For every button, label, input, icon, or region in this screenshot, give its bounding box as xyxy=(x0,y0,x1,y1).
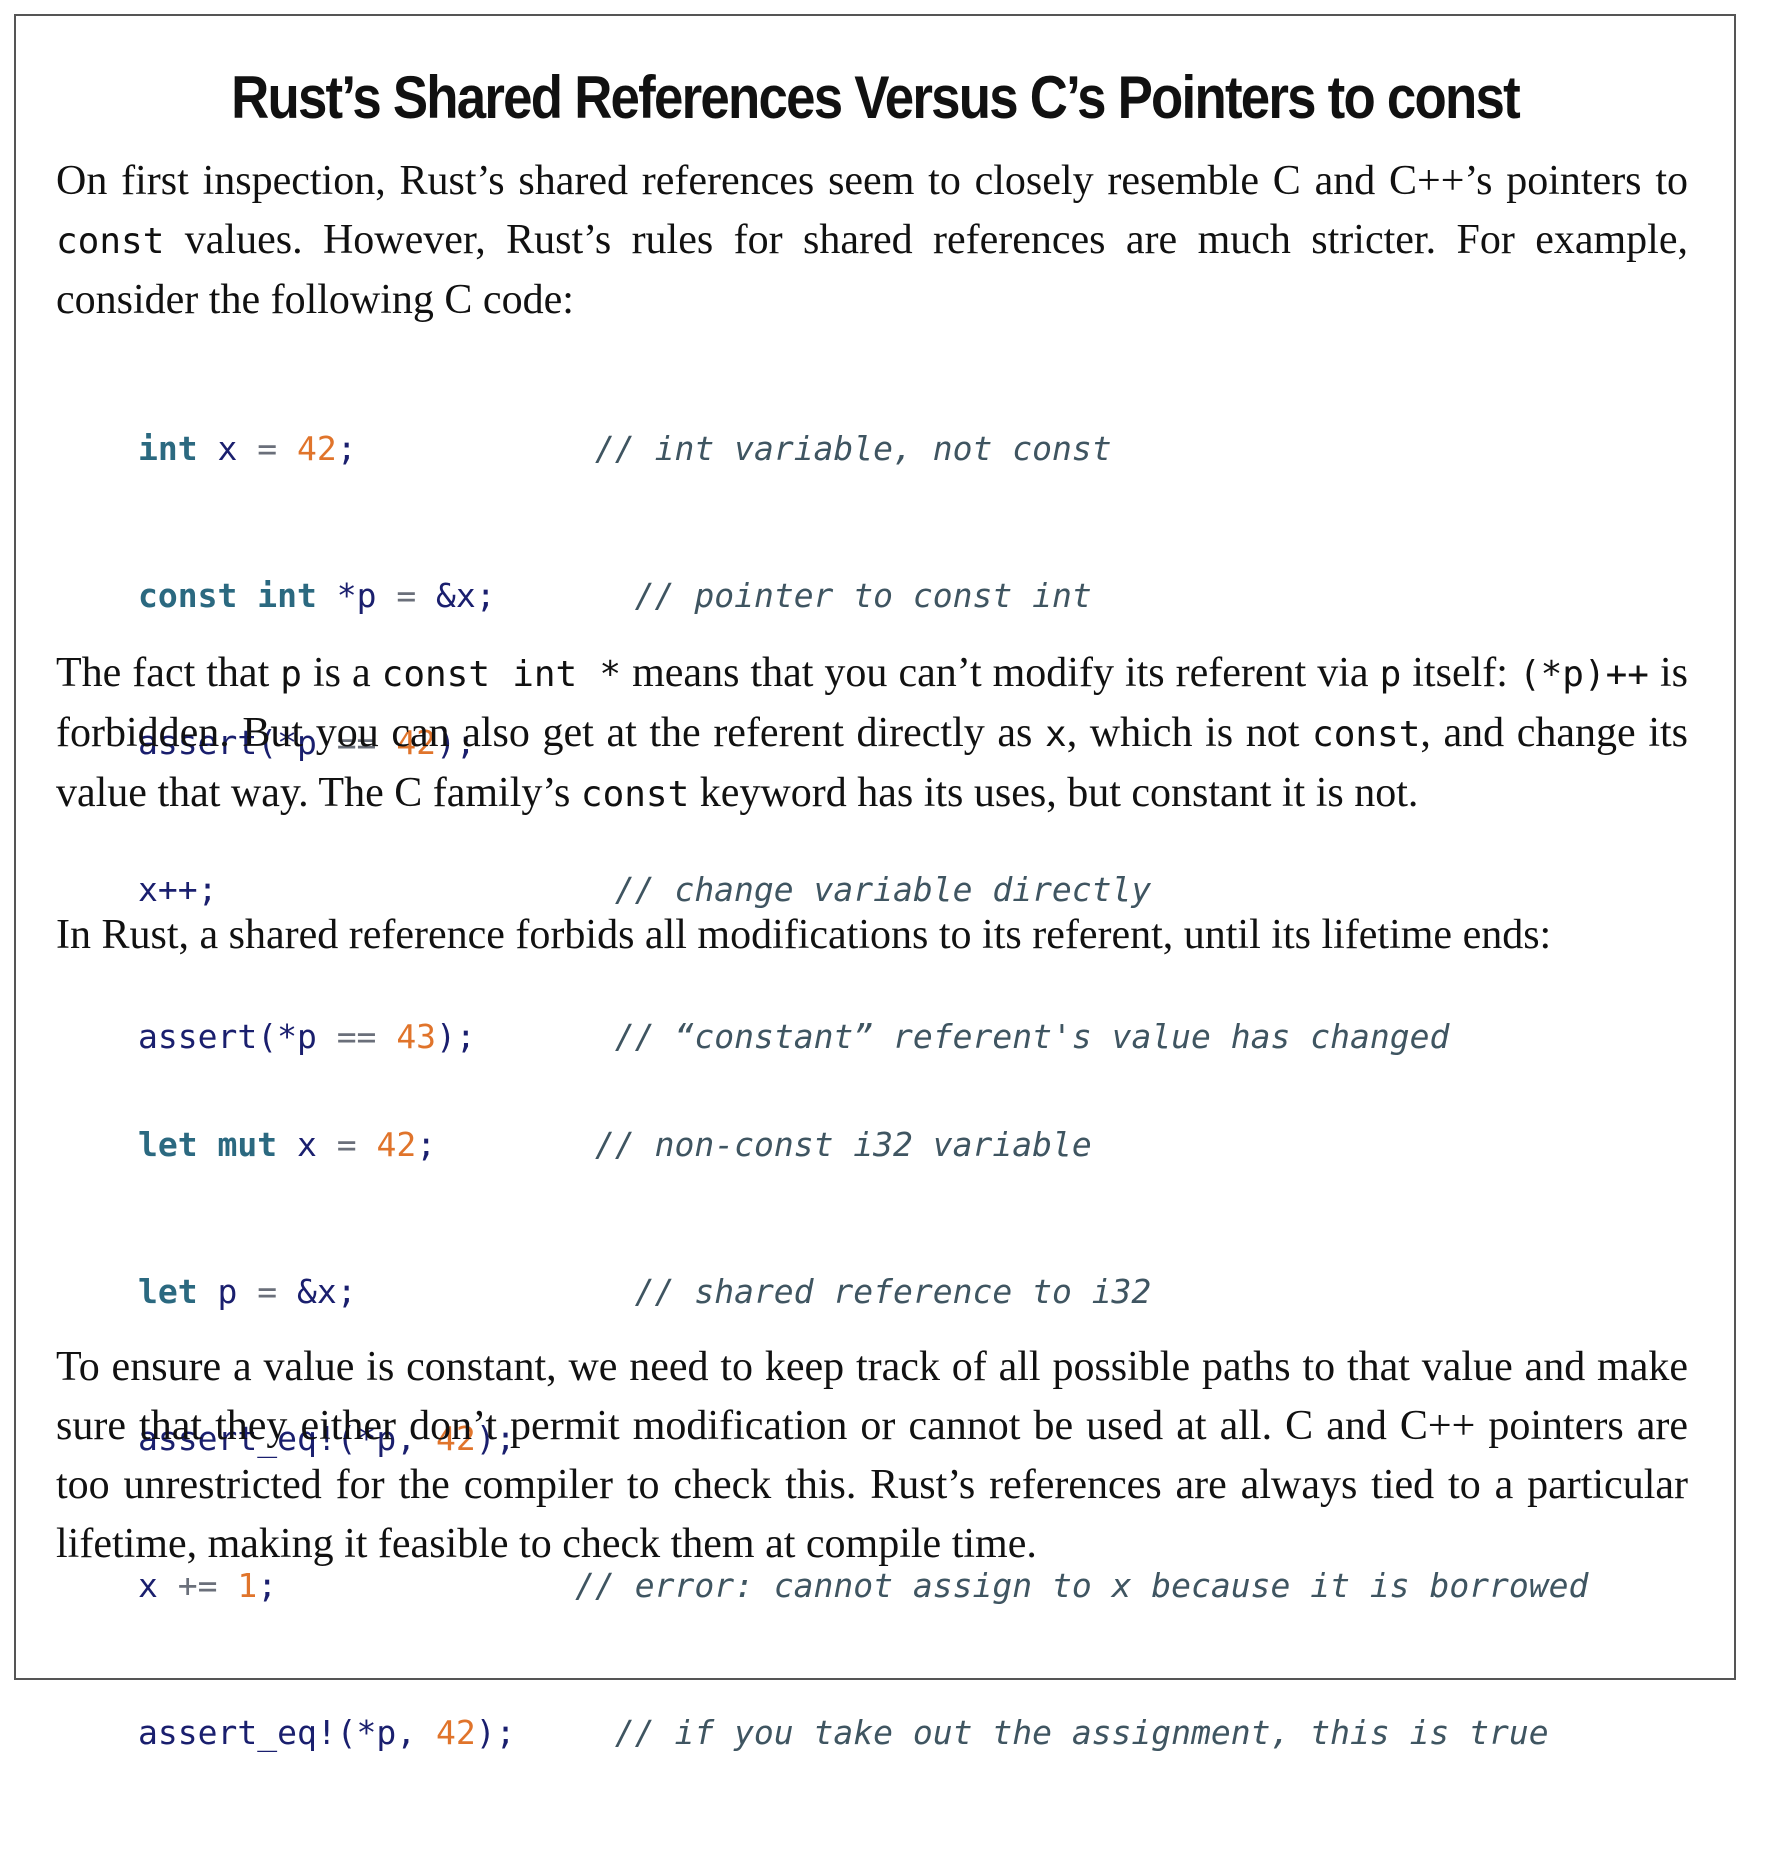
text-run: values. However, Rust’s rules for shared… xyxy=(56,217,1688,323)
code-line: let p = &x; // shared reference to i32 xyxy=(138,1272,1152,1311)
paragraph-intro: On first inspection, Rust’s shared refer… xyxy=(56,152,1688,330)
sidebar-box: Rust’s Shared References Versus C’s Poin… xyxy=(14,14,1736,1752)
code-comment: // error: cannot assign to x because it … xyxy=(575,1566,1589,1605)
code-comment: // if you take out the assignment, this … xyxy=(614,1713,1549,1752)
inline-code: p xyxy=(1379,654,1402,695)
code-line: int x = 42; // int variable, not const xyxy=(138,429,1112,468)
code-comment: // pointer to const int xyxy=(634,576,1092,615)
inline-code: const int * xyxy=(381,654,622,695)
sidebar-title: Rust’s Shared References Versus C’s Poin… xyxy=(231,64,1521,131)
text-run: On first inspection, Rust’s shared refer… xyxy=(56,158,1688,204)
inline-code: const xyxy=(56,221,165,262)
code-line: x += 1; // error: cannot assign to x bec… xyxy=(138,1566,1589,1605)
code-comment: // shared reference to i32 xyxy=(634,1272,1152,1311)
code-line: assert(*p == 43); // “constant” referent… xyxy=(138,1017,1450,1056)
code-line: let mut x = 42; // non-const i32 variabl… xyxy=(138,1125,1092,1164)
code-comment: // “constant” referent's value has chang… xyxy=(614,1017,1450,1056)
code-comment: // non-const i32 variable xyxy=(595,1125,1092,1164)
inline-code: const xyxy=(580,774,690,815)
code-block-c: int x = 42; // int variable, not const c… xyxy=(138,326,1449,1159)
code-comment: // int variable, not const xyxy=(595,429,1112,468)
inline-code: x xyxy=(1045,714,1067,755)
code-line: assert_eq!(*p, 42); xyxy=(138,1419,516,1458)
paragraph-conclusion: To ensure a value is constant, we need t… xyxy=(56,1344,1688,1567)
code-line: assert_eq!(*p, 42); // if you take out t… xyxy=(138,1713,1549,1752)
code-line: x++; // change variable directly xyxy=(138,870,1152,909)
inline-code: p xyxy=(280,654,302,695)
code-comment: // change variable directly xyxy=(614,870,1152,909)
inline-code: const xyxy=(1312,714,1421,755)
paragraph-c-const: The fact that p is a const int * means t… xyxy=(56,650,1689,816)
inline-code: (*p)++ xyxy=(1518,654,1649,695)
code-line: const int *p = &x; // pointer to const i… xyxy=(138,576,1092,615)
code-line: assert(*p == 42); xyxy=(138,723,476,762)
paragraph-rust-intro: In Rust, a shared reference forbids all … xyxy=(56,912,1552,958)
